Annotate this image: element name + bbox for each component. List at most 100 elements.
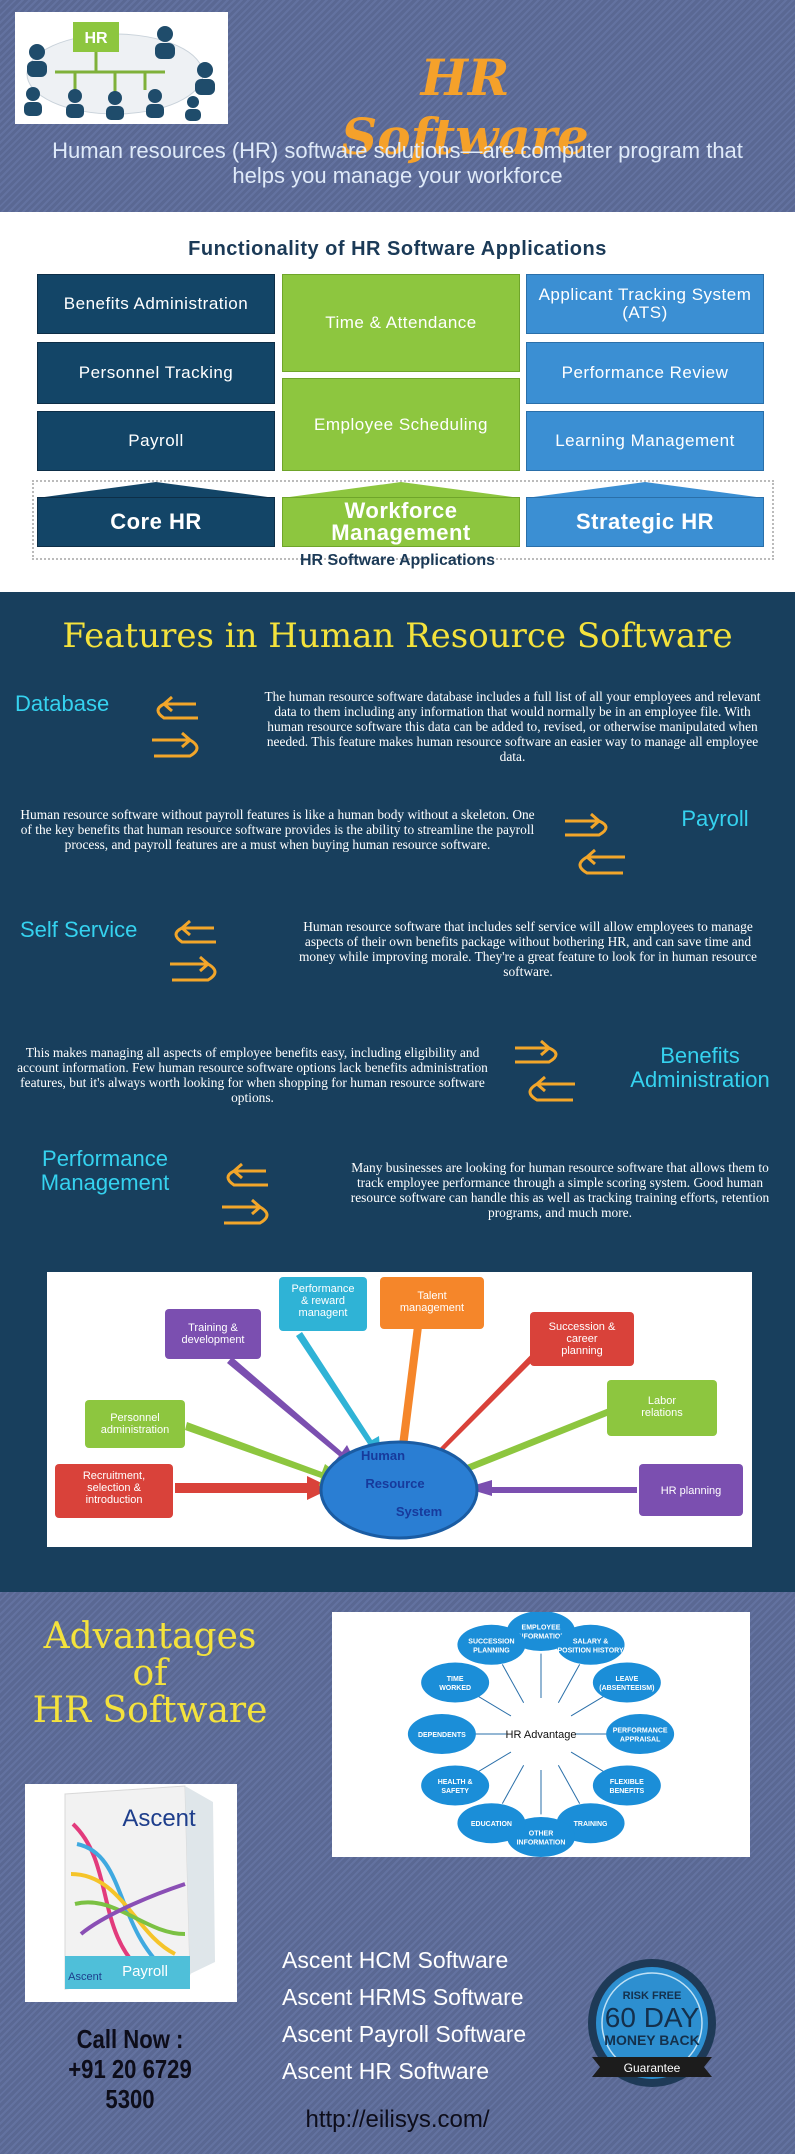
people-network-icon: HR xyxy=(24,22,215,121)
advantage-node: EDUCATION xyxy=(457,1803,526,1844)
call-now-label: Call Now : xyxy=(76,2024,184,2054)
svg-text:SAFETY: SAFETY xyxy=(441,1788,469,1795)
hr-system-graphic: Human Resource System Recruitment,select… xyxy=(55,1277,743,1540)
svg-text:EMPLOYEE: EMPLOYEE xyxy=(522,1625,561,1632)
advantage-arrow xyxy=(473,1693,512,1717)
feature-text-database: The human resource software database inc… xyxy=(264,689,761,764)
website-link[interactable]: http://eilisys.com/ xyxy=(305,2106,490,2133)
feature-label-self-service: Self Service xyxy=(20,917,138,942)
base-dotted-frame xyxy=(32,480,774,560)
hr-team-logo: HR xyxy=(15,12,228,124)
hrs-node-recruitment xyxy=(55,1464,173,1518)
swap-arrows-icon xyxy=(222,1162,269,1225)
feature-label-performance: Performance Management xyxy=(40,1146,170,1195)
hrs-center-line2: Resource xyxy=(365,1476,424,1491)
svg-text:BENEFITS: BENEFITS xyxy=(610,1788,645,1795)
product-link-hrms[interactable]: Ascent HRMS Software xyxy=(282,1984,524,2010)
functionality-title: Functionality of HR Software Application… xyxy=(188,238,607,260)
functionality-footer: HR Software Applications xyxy=(300,552,495,569)
hrs-center-line3: System xyxy=(396,1504,442,1519)
box-applicant-tracking: Applicant Tracking System (ATS) xyxy=(526,274,764,334)
svg-text:Training &development: Training &development xyxy=(182,1322,245,1346)
feature-label-database: Database xyxy=(15,691,110,716)
feature-label-payroll: Payroll xyxy=(681,806,749,831)
box-benefits-administration: Benefits Administration xyxy=(37,274,275,334)
base-core-hr: Core HR xyxy=(37,497,275,547)
base-workforce-management: Workforce Management xyxy=(282,497,520,547)
ascent-product-box: Ascent Ascent Payroll xyxy=(25,1784,237,2002)
svg-text:APPRAISAL: APPRAISAL xyxy=(620,1737,661,1744)
swap-arrows-icon xyxy=(152,695,199,758)
svg-text:(ABSENTEEISM): (ABSENTEEISM) xyxy=(599,1685,654,1692)
advantage-arrow xyxy=(557,1764,581,1804)
money-back-guarantee-badge: RISK FREE 60 DAY MONEY BACK Guarantee xyxy=(588,1959,716,2087)
svg-text:HEALTH &: HEALTH & xyxy=(438,1779,473,1786)
svg-text:PLANNING: PLANNING xyxy=(473,1647,510,1654)
hrs-node-hr-planning xyxy=(639,1464,743,1516)
advantage-arrow xyxy=(570,1693,609,1717)
advantage-node: LEAVE(ABSENTEEISM) xyxy=(592,1662,661,1703)
advantage-node: SUCCESSION PLANNING xyxy=(457,1624,526,1665)
box-payroll: Payroll xyxy=(37,411,275,471)
advantages-title-line1: Advantages xyxy=(43,1616,257,1657)
box-small-text: Ascent xyxy=(68,1971,102,1983)
page-subtitle: Human resources (HR) software solutions—… xyxy=(52,138,743,188)
hrs-node-performance xyxy=(279,1277,367,1331)
advantage-arrow xyxy=(557,1664,581,1704)
svg-text:FLEXIBLE: FLEXIBLE xyxy=(610,1779,644,1786)
product-link-hr[interactable]: Ascent HR Software xyxy=(282,2058,490,2084)
swap-arrows-icon xyxy=(170,919,217,982)
svg-text:SUCCESSION: SUCCESSION xyxy=(468,1638,514,1645)
svg-text:INFORMATION: INFORMATION xyxy=(517,1634,566,1641)
badge-money-back: MONEY BACK xyxy=(604,2032,699,2048)
page-title: HR Software xyxy=(341,48,589,166)
advantage-node: TIME WORKED xyxy=(421,1662,490,1703)
svg-text:Recruitment,selection &introdu: Recruitment,selection &introduction xyxy=(83,1470,145,1506)
svg-text:WORKED: WORKED xyxy=(439,1685,471,1692)
base-strategic-hr: Strategic HR xyxy=(526,497,764,547)
swap-arrows-icon xyxy=(515,1039,575,1102)
header-section: HR HR Software Human resources (HR) soft… xyxy=(0,0,795,212)
product-link-hcm[interactable]: Ascent HCM Software xyxy=(282,1947,509,1973)
box-product-text: Payroll xyxy=(122,1963,168,1980)
advantage-node: FLEXIBLE BENEFITS xyxy=(592,1765,661,1806)
hrs-center-line1: Human xyxy=(361,1448,405,1463)
svg-text:DEPENDENTS: DEPENDENTS xyxy=(418,1732,466,1739)
box-learning-management: Learning Management xyxy=(526,411,764,471)
badge-risk-free: RISK FREE xyxy=(623,1990,682,2002)
svg-text:INFORMATION: INFORMATION xyxy=(517,1840,566,1847)
phone-number[interactable]: +91 20 6729 5300 xyxy=(68,2054,192,2114)
box-performance-review: Performance Review xyxy=(526,342,764,404)
feature-text-self-service: Human resource software that includes se… xyxy=(298,919,758,979)
advantages-title-line3: HR Software xyxy=(32,1690,268,1731)
hrs-node-labor xyxy=(607,1380,717,1436)
functionality-diagram: Functionality of HR Software Application… xyxy=(0,212,795,592)
svg-text:POSITION HISTORY: POSITION HISTORY xyxy=(558,1647,624,1654)
advantage-node: DEPENDENTS xyxy=(407,1714,476,1754)
hrs-node-personnel xyxy=(85,1400,185,1448)
hrs-node-succession xyxy=(530,1312,634,1366)
logo-text: HR xyxy=(84,30,108,47)
call-now-block: Call Now : +91 20 6729 5300 xyxy=(45,2024,215,2114)
svg-text:TIME: TIME xyxy=(447,1676,464,1683)
advantages-title: Advantages of HR Software xyxy=(20,1618,280,1729)
advantage-arrow xyxy=(501,1664,525,1704)
advantage-arrow xyxy=(570,1751,609,1775)
box-time-attendance: Time & Attendance xyxy=(282,274,520,372)
svg-text:HR planning: HR planning xyxy=(661,1485,722,1497)
svg-text:TRAINING: TRAINING xyxy=(574,1821,608,1828)
svg-text:OTHER: OTHER xyxy=(529,1831,554,1838)
product-box-graphic: Ascent Ascent Payroll xyxy=(64,1785,215,1990)
product-link-payroll[interactable]: Ascent Payroll Software xyxy=(282,2021,527,2047)
advantage-node: HEALTH & SAFETY xyxy=(421,1765,490,1806)
